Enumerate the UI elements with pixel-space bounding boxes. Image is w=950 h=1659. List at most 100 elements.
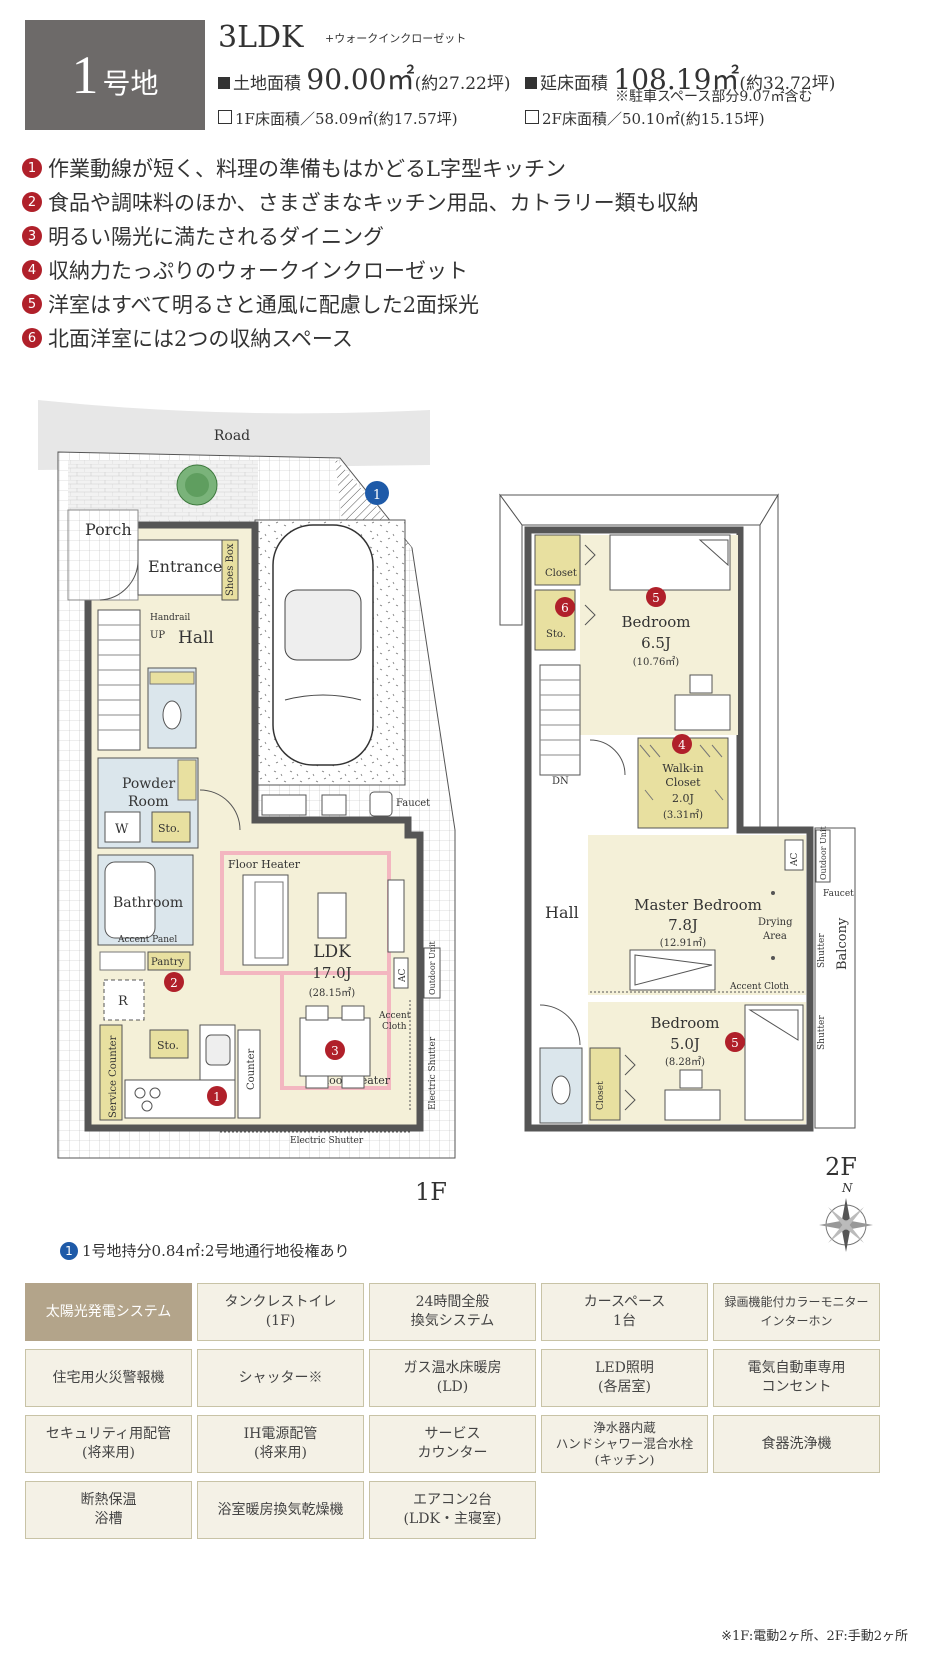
marker-1-icon xyxy=(207,1086,227,1106)
equipment-item: セキュリティ用配管(将来用) xyxy=(25,1415,192,1473)
outdoor-unit-1f-label: Outdoor Unit xyxy=(428,941,437,996)
equipment-item: 浴室暖房換気乾燥機 xyxy=(197,1481,364,1539)
marker-5b-icon xyxy=(725,1032,745,1052)
entrance xyxy=(137,539,239,596)
equipment-item: タンクレストイレ(1F) xyxy=(197,1283,364,1341)
equipment-item: 太陽光発電システム xyxy=(25,1283,192,1341)
bathroom-label: Bathroom xyxy=(113,895,183,911)
ldk-area: (28.15㎡) xyxy=(309,987,356,999)
drying-label-2: Area xyxy=(762,931,787,942)
footnote: ※1F:電動2ヶ所、2F:手動2ヶ所 xyxy=(721,1629,908,1644)
marker-2-label: 2 xyxy=(170,976,178,990)
equipment-item: 録画機能付カラーモニターインターホン xyxy=(713,1283,880,1341)
bedroom-a-size: 6.5J xyxy=(641,634,671,652)
kitchen-sto-label: Sto. xyxy=(157,1039,179,1052)
layout-extra: +ウォークインクローゼット xyxy=(325,32,467,45)
pantry-label: Pantry xyxy=(151,957,184,968)
sink-icon xyxy=(205,1034,231,1066)
land-area-value: 90.00㎡ xyxy=(306,63,415,96)
shutter-2-label: Shutter xyxy=(817,1015,827,1050)
accent-cloth-1f-1: Accent xyxy=(378,1011,411,1021)
fridge-label: R xyxy=(118,994,129,1009)
wic-size: 2.0J xyxy=(672,792,694,805)
layout-type: 3LDK xyxy=(218,20,304,55)
road-label: Road xyxy=(214,428,250,444)
kitchen-storage xyxy=(149,1029,189,1059)
outdoor-unit-1f xyxy=(423,947,441,999)
lot-number: 1 xyxy=(71,45,99,105)
bedroom-a-area: (10.76㎡) xyxy=(633,656,680,668)
ac-1f-label: AC xyxy=(398,969,408,983)
marker-icon: 2 xyxy=(22,192,42,212)
north-label: N xyxy=(841,1181,853,1195)
pantry xyxy=(147,951,191,971)
drying-label-1: Drying xyxy=(758,917,793,928)
marker-4-icon xyxy=(672,734,692,754)
equipment-item: IH電源配管(将来用) xyxy=(197,1415,364,1473)
shoes-box-label: Shoes Box xyxy=(225,543,236,596)
master-size: 7.8J xyxy=(668,916,698,934)
filled-square-icon xyxy=(525,77,537,89)
washer-space xyxy=(104,811,141,843)
marker-5b-label: 5 xyxy=(731,1036,739,1050)
accent-cloth-2f-label: Accent Cloth xyxy=(729,982,789,992)
powder-sto-label: Sto. xyxy=(158,822,180,835)
equipment-item: 食器洗浄機 xyxy=(713,1415,880,1473)
powder-label-1: Powder xyxy=(122,776,176,792)
marker-6-label: 6 xyxy=(561,601,569,615)
closet-a-label: Closet xyxy=(545,568,577,579)
coffee-table xyxy=(317,892,347,939)
floor-2f-label: 2F xyxy=(825,1153,857,1181)
empty-square-icon xyxy=(525,110,539,124)
hall-1f-label: Hall xyxy=(178,628,214,648)
ldk-label: LDK xyxy=(313,942,351,962)
bedroom-a-label: Bedroom xyxy=(622,613,691,631)
desk-b xyxy=(664,1089,721,1121)
equipment-item: 住宅用火災警報機 xyxy=(25,1349,192,1407)
parking-note: ※駐車スペース部分9.07㎡含む xyxy=(615,89,813,105)
service-counter xyxy=(99,1024,123,1121)
master-area: (12.91㎡) xyxy=(660,937,707,949)
marker-3-icon xyxy=(325,1040,345,1060)
desk-a xyxy=(674,694,731,731)
equipment-item: ガス温水床暖房(LD) xyxy=(369,1349,536,1407)
marker-6-icon xyxy=(555,597,575,617)
floor-area-tsubo: (約32.72坪) xyxy=(739,74,836,94)
wic-area: (3.31㎡) xyxy=(663,809,703,821)
marker-icon: 5 xyxy=(22,294,42,314)
floor-heater-top-label: Floor Heater xyxy=(228,858,301,871)
bedroom-b-label: Bedroom xyxy=(651,1014,720,1032)
bedroom-b-area: (8.28㎡) xyxy=(665,1056,705,1068)
closet-b-label: Closet xyxy=(596,1081,606,1110)
hall-2f-label: Hall xyxy=(545,903,579,922)
floor-area-value: 108.19㎡ xyxy=(613,63,740,96)
service-counter-label: Service Counter xyxy=(108,1035,119,1118)
marker-icon: 1 xyxy=(22,158,42,178)
marker-5a-icon xyxy=(646,587,666,607)
equipment-item: シャッター※ xyxy=(197,1349,364,1407)
equipment-item: エアコン2台(LDK・主寝室) xyxy=(369,1481,536,1539)
fridge-space xyxy=(103,979,145,1021)
ldk-size: 17.0J xyxy=(312,964,351,982)
bathtub-icon xyxy=(104,861,156,939)
handrail-label: Handrail xyxy=(150,613,190,623)
powder-label-2: Room xyxy=(128,794,169,810)
up-label: UP xyxy=(150,630,165,641)
equipment-item: LED照明(各居室) xyxy=(541,1349,708,1407)
storage-a-label: Sto. xyxy=(546,629,566,640)
stairs-2f xyxy=(539,664,581,776)
porch xyxy=(67,509,139,601)
stairs-1f xyxy=(97,609,141,751)
marker-5a-label: 5 xyxy=(652,591,660,605)
equipment-item: 電気自動車専用コンセント xyxy=(713,1349,880,1407)
marker-icon: 4 xyxy=(22,260,42,280)
marker-blue-label: 1 xyxy=(373,488,381,503)
land-area-label: 土地面積 xyxy=(233,74,301,94)
second-floor-area: 2F床面積／50.10㎡(約15.15坪) xyxy=(525,108,765,129)
